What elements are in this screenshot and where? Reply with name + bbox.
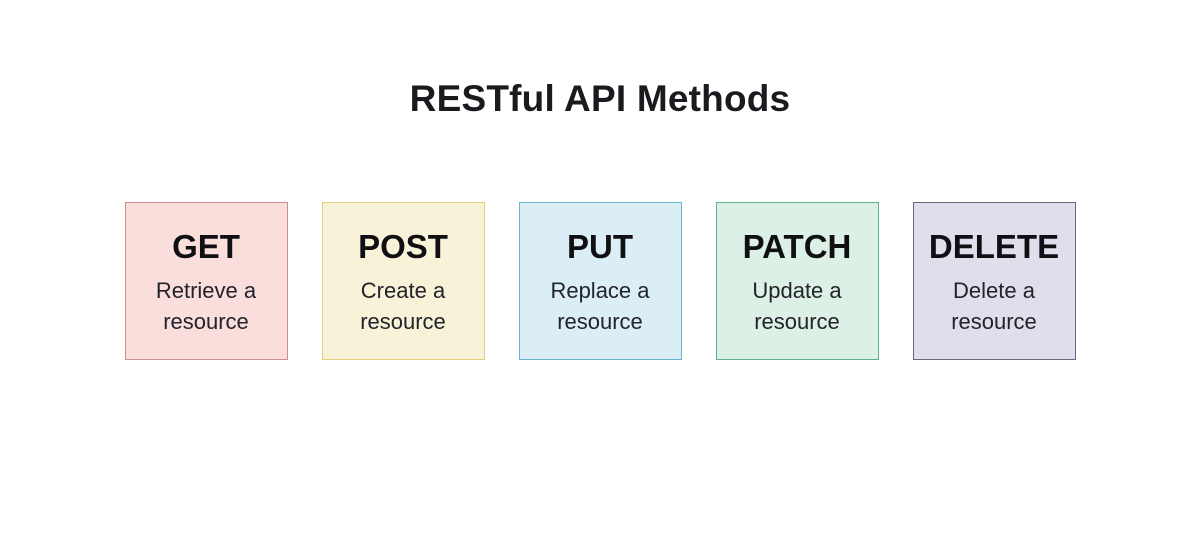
method-name: PATCH [742, 228, 852, 265]
method-name: PUT [567, 228, 633, 265]
method-card: GET Retrieve a resource [124, 202, 288, 360]
method-card: DELETE Delete a resource [912, 202, 1076, 360]
method-description: Update a resource [752, 278, 842, 334]
method-card: PATCH Update a resource [715, 202, 879, 360]
method-name: DELETE [928, 228, 1060, 265]
method-name: POST [358, 228, 448, 265]
method-description: Delete a resource [951, 278, 1037, 334]
method-description: Replace a resource [550, 278, 650, 334]
page-title: RESTful API Methods [409, 78, 791, 119]
method-card: PUT Replace a resource [518, 202, 682, 360]
method-description: Create a resource [360, 278, 446, 334]
method-name: GET [172, 228, 240, 265]
method-card: POST Create a resource [321, 202, 485, 360]
method-description: Retrieve a resource [155, 278, 257, 334]
page: { "page": { "title": "RESTful API Method… [0, 76, 1200, 542]
methods-row: GET Retrieve a resource POST Create a re… [0, 202, 1200, 360]
